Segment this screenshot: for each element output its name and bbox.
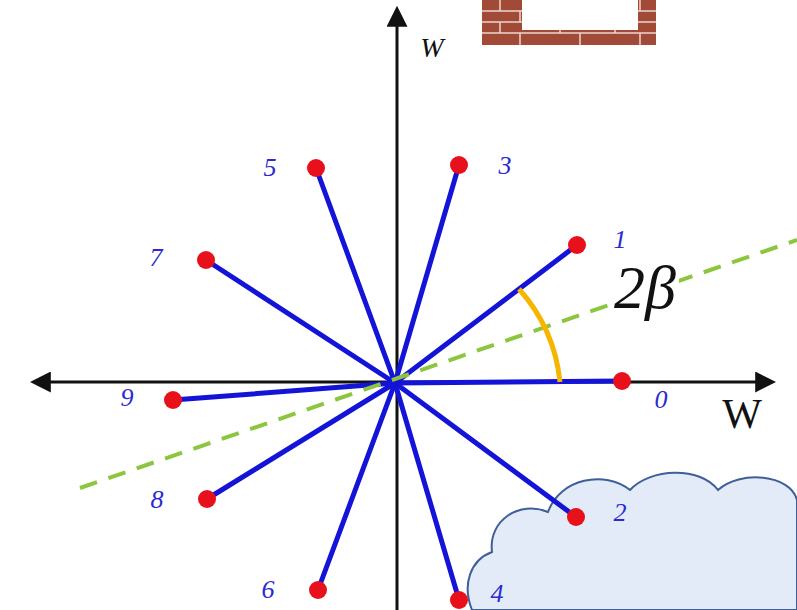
callout-number: 8 (151, 487, 164, 513)
axis-label: W (722, 393, 762, 435)
callout-number: 0 (655, 387, 668, 413)
dashed-bisector (80, 240, 797, 488)
angle-arc (519, 289, 560, 382)
phase-dots (164, 156, 631, 609)
callout-number: 2 (614, 500, 627, 526)
horizontal-axis (34, 381, 772, 384)
callout-number: 6 (262, 577, 275, 603)
phase-spokes (173, 165, 622, 600)
cloud-shape (468, 473, 797, 610)
brick-image (482, 0, 656, 45)
callout-number: 1 (614, 227, 627, 253)
callout-number: 4 (491, 581, 504, 607)
callout-number: 5 (264, 155, 277, 181)
axis-label: W (420, 34, 443, 62)
vertical-axis (396, 10, 399, 610)
angle-label: 2β (611, 256, 679, 318)
callout-number: 9 (121, 385, 134, 411)
callout-number: 7 (150, 245, 163, 271)
callout-number: 3 (499, 153, 512, 179)
